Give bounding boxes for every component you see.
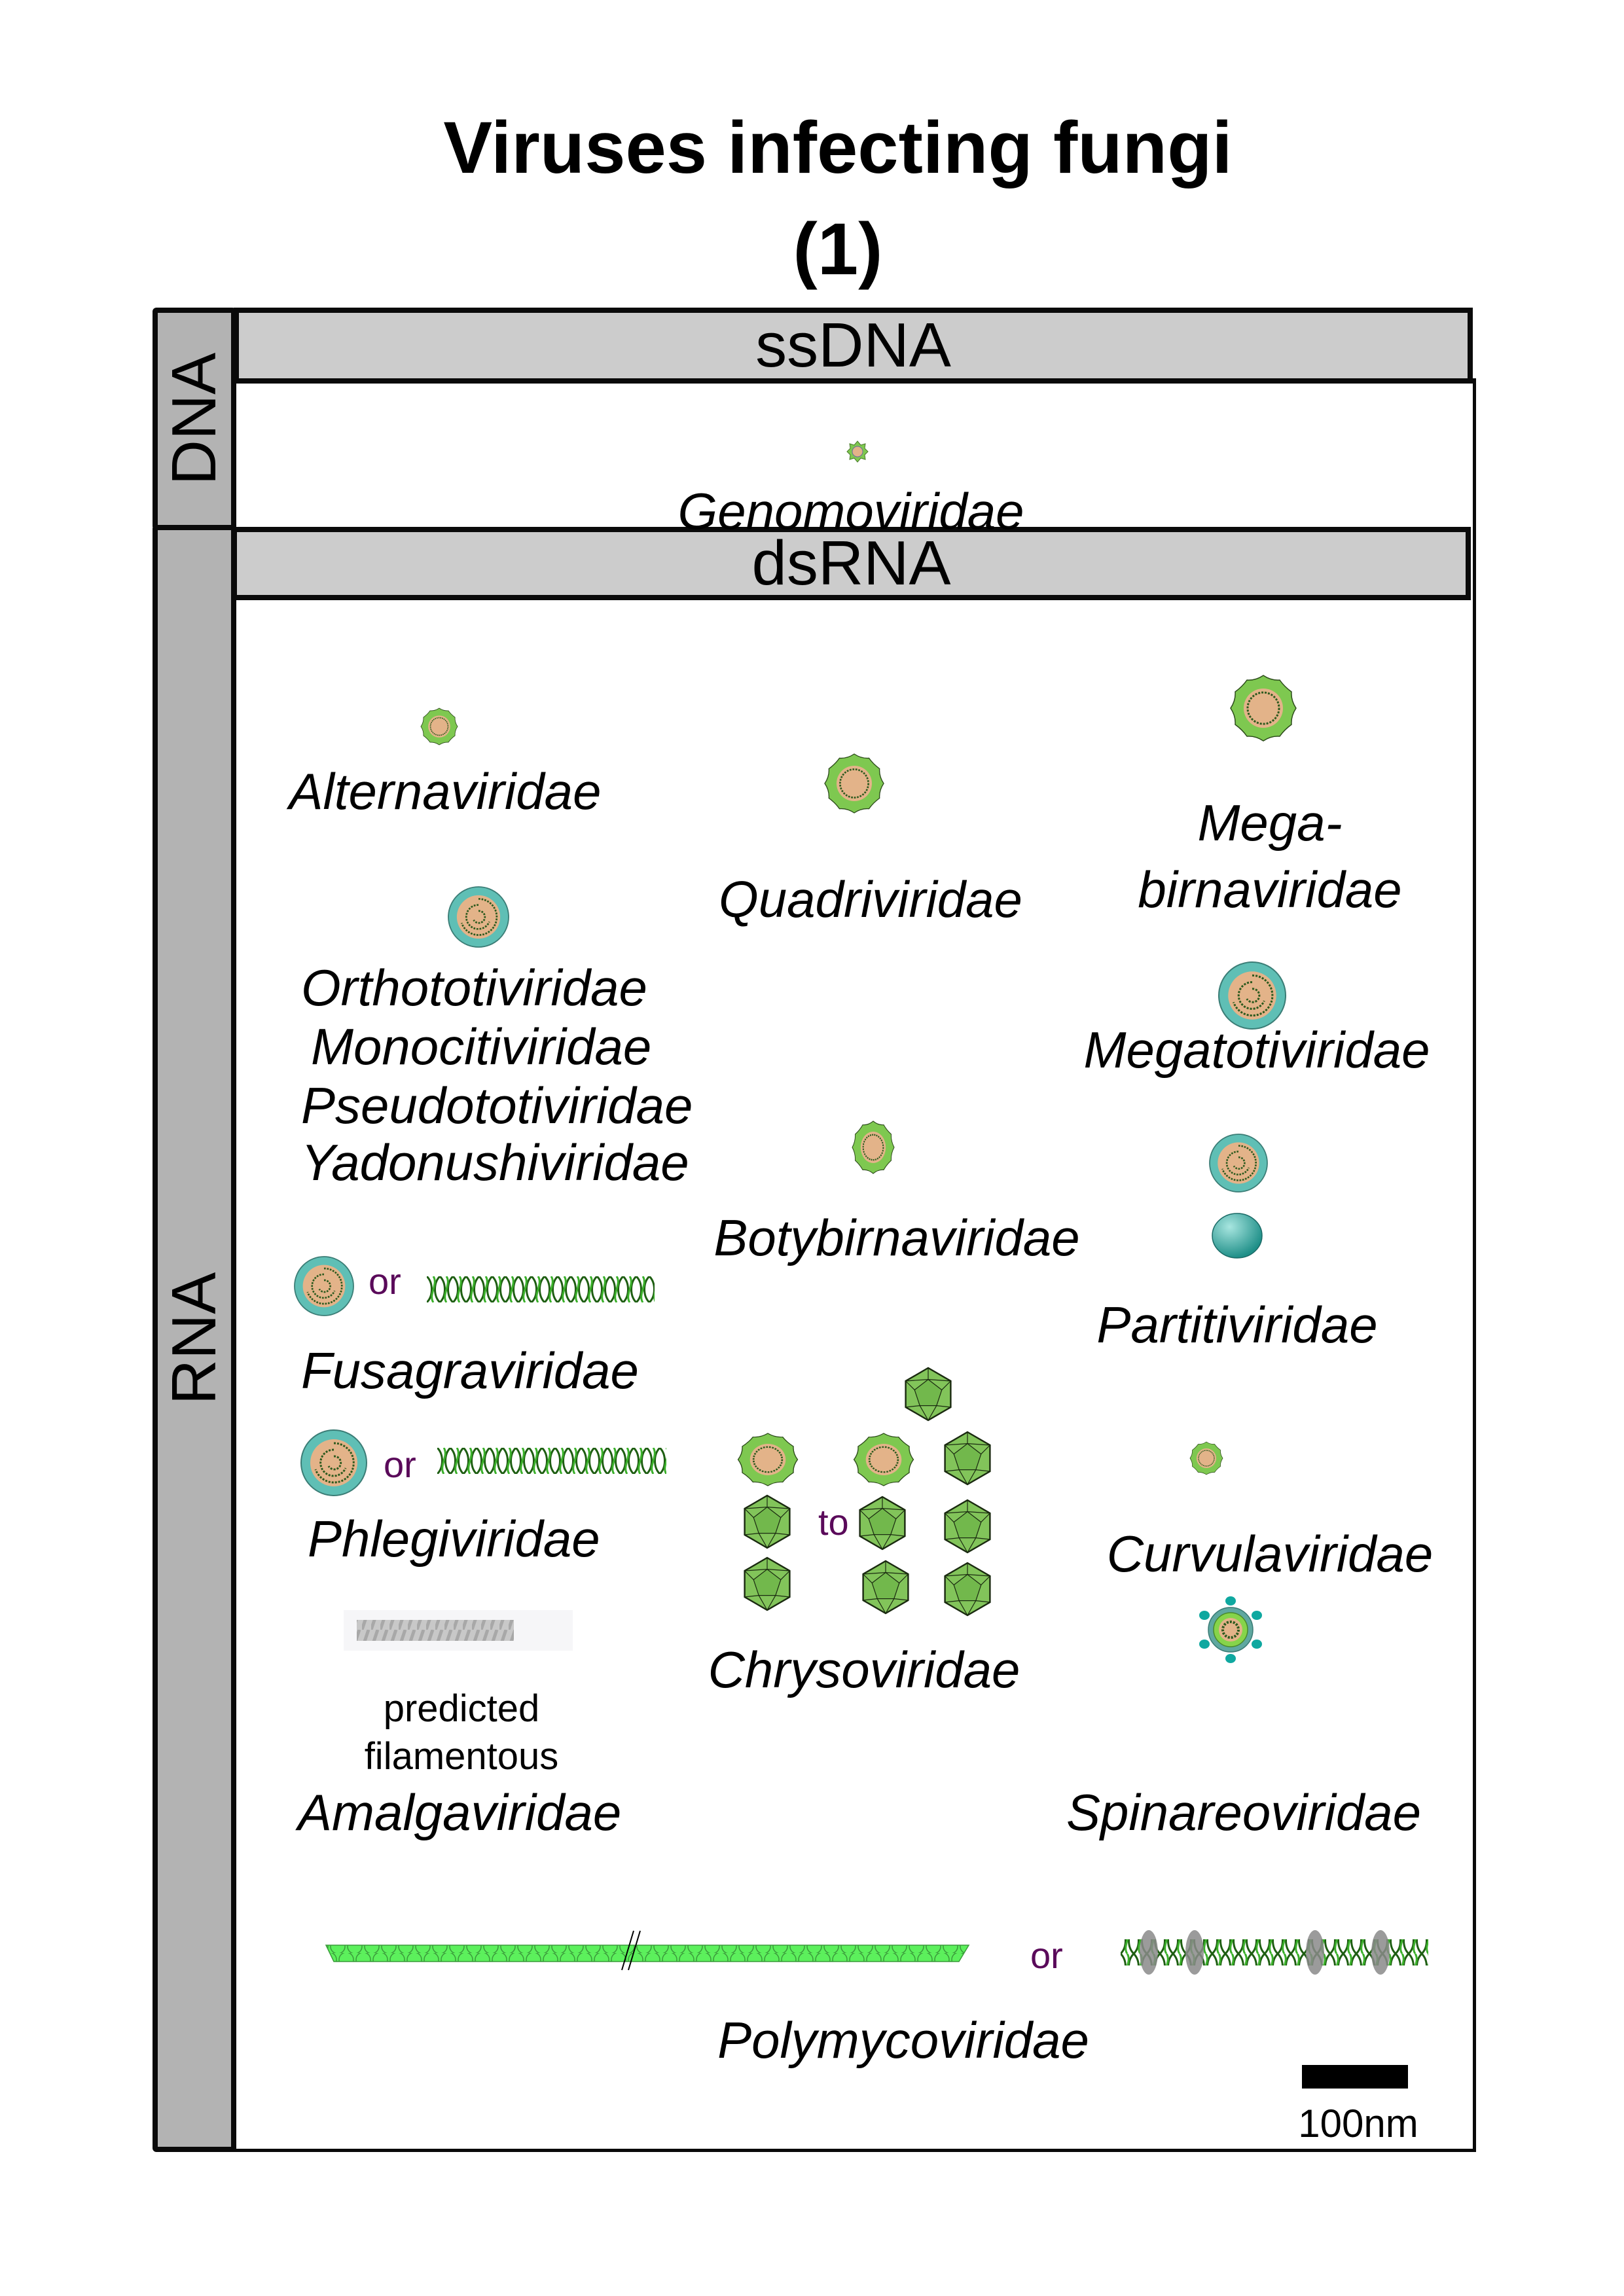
spiked-reovirus-icon bbox=[1199, 1596, 1262, 1663]
section-label-ssdna: ssDNA bbox=[755, 310, 951, 380]
section-label-dsrna: dsRNA bbox=[751, 528, 951, 598]
teal-capsid-spiral-icon bbox=[1218, 961, 1287, 1030]
family-amalgaviridae: Amalgaviridae bbox=[298, 1784, 622, 1841]
green-capsid-icon bbox=[737, 1432, 799, 1487]
page-subtitle: (1) bbox=[793, 208, 883, 290]
section-header-dsrna: dsRNA bbox=[232, 527, 1471, 600]
icosahedron-icon bbox=[944, 1499, 991, 1554]
family-curvulaviridae: Curvulaviridae bbox=[1106, 1525, 1434, 1583]
family-polymycoviridae: Polymycoviridae bbox=[717, 2011, 1089, 2069]
green-capsid-icon bbox=[1229, 674, 1297, 742]
teal-capsid-spiral-icon bbox=[447, 886, 510, 948]
family-orthototiviridae: Orthototiviridae bbox=[301, 959, 647, 1016]
icosahedron-icon bbox=[944, 1431, 991, 1486]
teal-capsid-spiral-icon bbox=[1208, 1133, 1269, 1193]
page-title: Viruses infecting fungi bbox=[443, 107, 1233, 188]
dsrna-helix-icon bbox=[427, 1276, 655, 1302]
green-capsid-icon bbox=[853, 1432, 914, 1487]
helix-with-nucleosomes-icon bbox=[1121, 1930, 1428, 1975]
sidebar-rna: RNA bbox=[153, 525, 236, 2152]
connector-or: or bbox=[369, 1261, 401, 1302]
family-alternaviridae: Alternaviridae bbox=[289, 762, 602, 820]
scale-bar bbox=[1302, 2065, 1408, 2089]
connector-or: or bbox=[384, 1444, 416, 1485]
icosahedron-icon bbox=[905, 1367, 952, 1422]
amalgaviridae-note-filamentous: filamentous bbox=[364, 1735, 559, 1778]
icosahedron-icon bbox=[859, 1496, 906, 1551]
family-botybirnaviridae: Botybirnaviridae bbox=[713, 1209, 1080, 1266]
family-megabirnaviridae-line2: birnaviridae bbox=[1138, 861, 1402, 918]
filament-icon bbox=[344, 1610, 573, 1651]
family-megabirnaviridae-line1: Mega- bbox=[1197, 794, 1343, 852]
section-header-ssdna: ssDNA bbox=[234, 308, 1473, 384]
amalgaviridae-note-predicted: predicted bbox=[383, 1687, 540, 1730]
content-frame bbox=[232, 378, 1476, 2152]
sidebar-rna-label: RNA bbox=[159, 1272, 229, 1405]
family-phlegiviridae: Phlegiviridae bbox=[308, 1510, 600, 1568]
family-pseudototiviridae: Pseudototiviridae bbox=[301, 1077, 693, 1134]
connector-to: to bbox=[818, 1501, 849, 1543]
genomovirus-virion-icon bbox=[846, 440, 869, 463]
sidebar-dna-label: DNA bbox=[159, 352, 229, 486]
family-genomoviridae: Genomoviridae bbox=[677, 482, 1024, 540]
green-capsid-icon bbox=[420, 708, 458, 745]
icosahedron-icon bbox=[744, 1494, 791, 1549]
family-chrysoviridae: Chrysoviridae bbox=[708, 1641, 1020, 1698]
family-fusagraviridae: Fusagraviridae bbox=[301, 1342, 639, 1399]
green-capsid-icon bbox=[1189, 1441, 1223, 1475]
connector-or: or bbox=[1030, 1935, 1063, 1976]
family-yadonushiviridae: Yadonushiviridae bbox=[301, 1134, 689, 1191]
family-monocitiviridae: Monocitiviridae bbox=[311, 1018, 652, 1075]
filamentous-capsid-icon bbox=[325, 1930, 970, 1971]
teal-sphere-icon bbox=[1212, 1213, 1263, 1259]
family-spinareoviridae: Spinareoviridae bbox=[1066, 1784, 1421, 1841]
family-partitiviridae: Partitiviridae bbox=[1096, 1296, 1378, 1354]
icosahedron-icon bbox=[944, 1562, 991, 1617]
teal-capsid-spiral-icon bbox=[300, 1429, 368, 1497]
family-megatotiviridae: Megatotiviridae bbox=[1083, 1021, 1430, 1079]
icosahedron-icon bbox=[744, 1556, 791, 1611]
teal-capsid-spiral-icon bbox=[293, 1255, 355, 1317]
family-quadriviridae: Quadriviridae bbox=[719, 870, 1022, 928]
icosahedron-icon bbox=[862, 1560, 909, 1615]
scale-bar-label: 100nm bbox=[1298, 2102, 1418, 2145]
sidebar-dna: DNA bbox=[153, 308, 236, 530]
dsrna-helix-icon bbox=[437, 1448, 666, 1474]
green-capsid-icon bbox=[823, 753, 885, 814]
green-capsid-icon bbox=[851, 1120, 895, 1175]
